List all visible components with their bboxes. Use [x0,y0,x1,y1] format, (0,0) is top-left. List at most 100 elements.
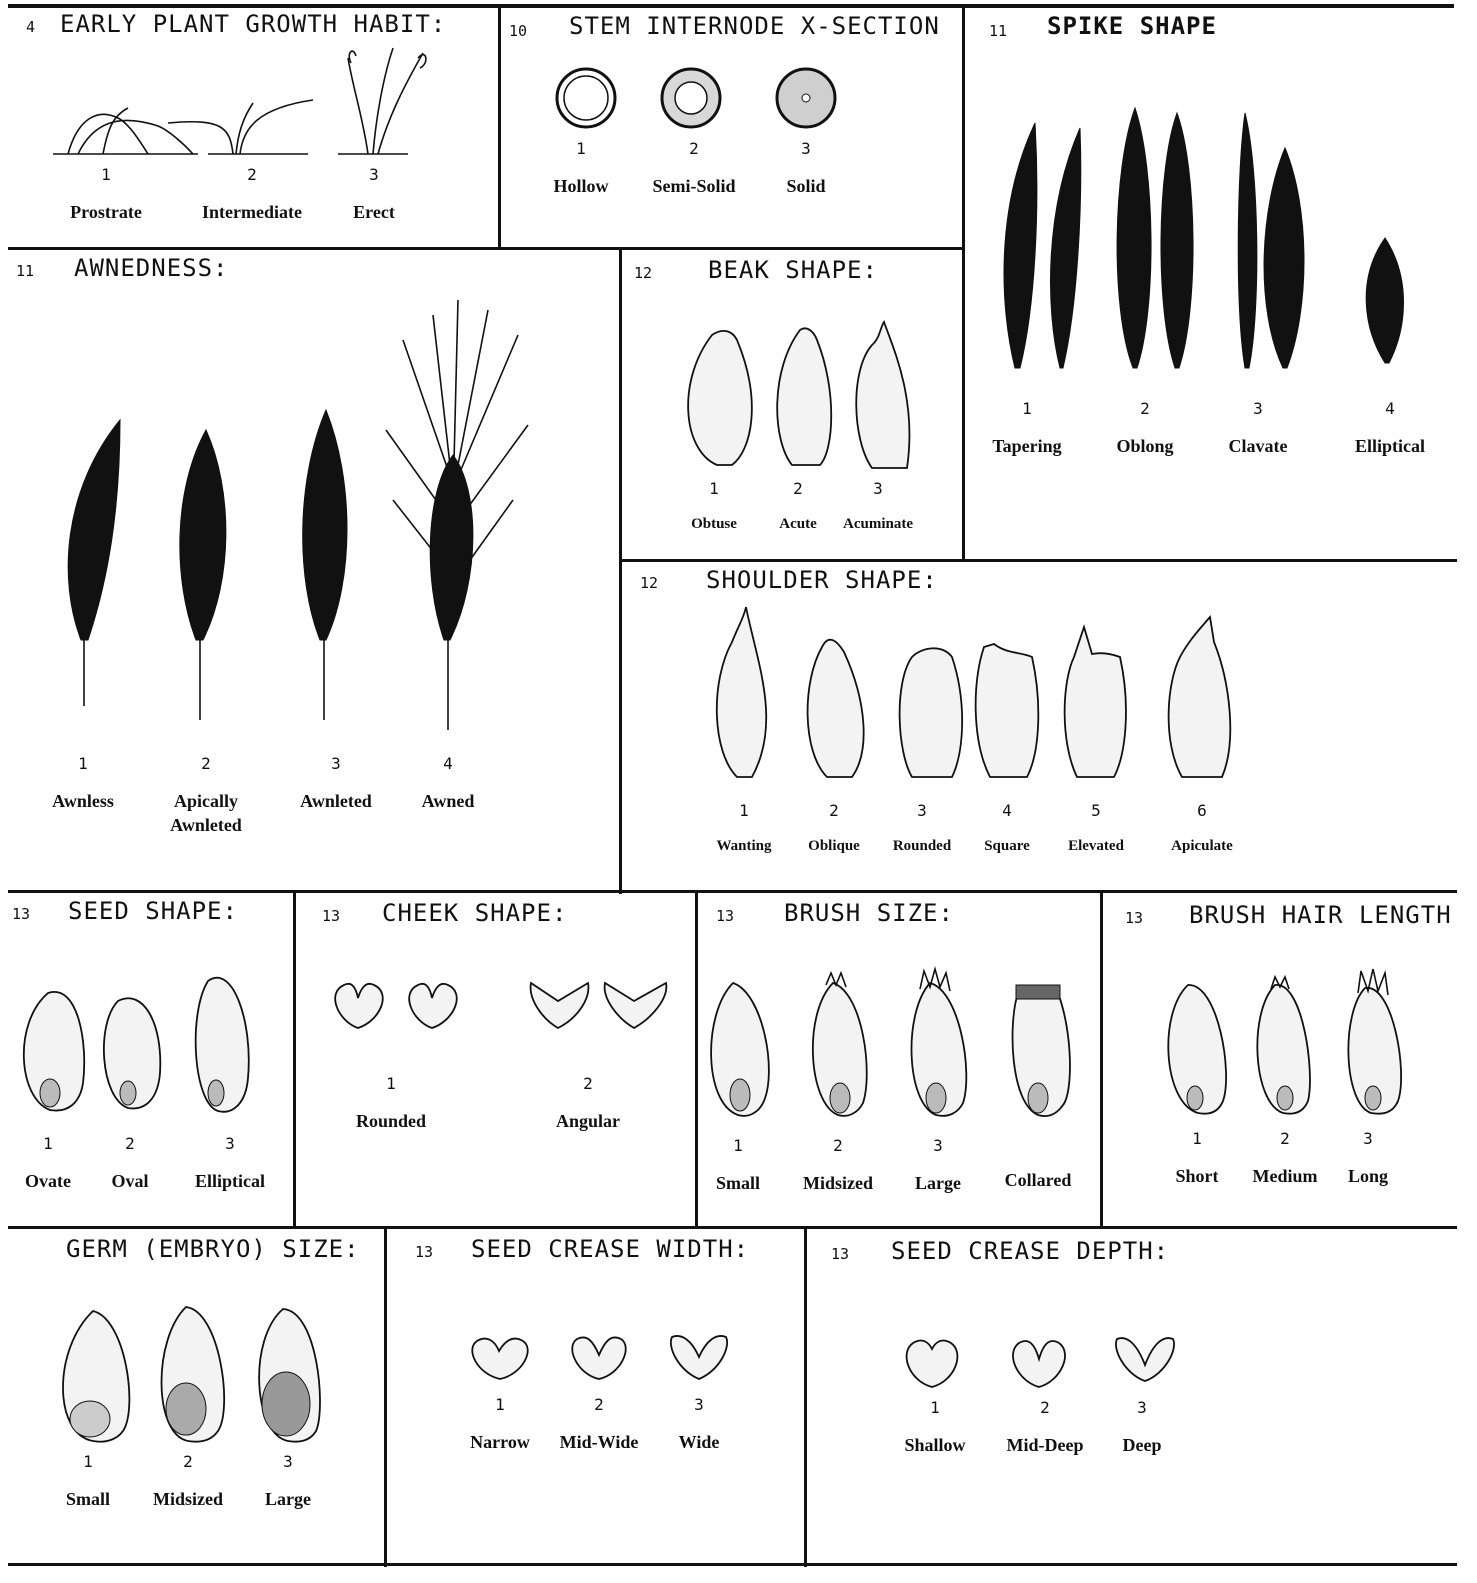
option-ovate: 1Ovate [25,1133,71,1193]
option-awnless: 1Awnless [52,753,114,813]
panel-beak-shape: 12 BEAK SHAPE: 1Obtuse 2Acute 3Acuminate [622,250,962,559]
panel-stem-internode: 10 STEM INTERNODE X-SECTION 1Hollow 2Sem… [501,8,962,247]
option-number: 3 [1229,398,1288,420]
option-narrow: 1Narrow [470,1394,530,1454]
option-erect: 3Erect [353,164,395,224]
option-awnleted: 3Awnleted [300,753,372,813]
option-number: 4 [422,753,475,775]
rounded-cheek-drawing [335,984,383,1028]
option-number: 3 [300,753,372,775]
tapering-spike-drawing [1004,123,1081,368]
long-hair-seed-drawing [1348,969,1401,1114]
option-elevated: 5Elevated [1068,800,1124,856]
option-number: 1 [66,1451,110,1473]
option-obtuse: 1Obtuse [691,478,737,534]
option-wide: 3Wide [679,1394,720,1454]
option-number: 5 [1068,800,1124,822]
square-glume-drawing [976,644,1039,777]
option-label: Apically Awnleted [151,789,261,838]
option-label: Midsized [803,1171,873,1195]
option-label: Medium [1253,1164,1318,1188]
option-label: Rounded [356,1109,426,1133]
option-number: 3 [679,1394,720,1416]
ovate-seed-drawing [24,992,84,1111]
option-number: 3 [786,138,825,160]
option-number: 3 [843,478,913,500]
option-semi-solid: 2Semi-Solid [652,138,735,198]
panel-awnedness: 11 AWNEDNESS: 1Awnless 2Apica [8,250,619,890]
option-number: 2 [202,164,302,186]
option-number: 2 [111,1133,148,1155]
option-mid-deep: 2Mid-Deep [1007,1397,1084,1457]
panel-germ-size: GERM (EMBRYO) SIZE: 1Small 2Midsized 3La… [8,1229,384,1563]
panel-shoulder-shape: 12 SHOULDER SHAPE: 1Wanting 2Oblique 3Ro… [622,562,1457,890]
option-oblong: 2Oblong [1116,398,1173,458]
mid-wide-crease-drawing [572,1337,625,1379]
option-number: 2 [1253,1128,1318,1150]
angular-cheek-drawing [605,983,667,1028]
option-label: Collared [1005,1168,1072,1192]
option-number [1005,1135,1072,1154]
option-label: Prostrate [70,200,142,224]
option-medium-hair: 2Medium [1253,1128,1318,1188]
option-elliptical-seed: 3Elliptical [195,1133,265,1193]
option-apically-awnleted: 2Apically Awnleted [151,753,261,837]
grid-line [8,1563,1457,1566]
option-midsized-brush: 2Midsized [803,1135,873,1195]
small-germ-seed-drawing [63,1311,129,1442]
apically-awnleted-spike-drawing [180,430,226,720]
panel-growth-habit: 4 EARLY PLANT GROWTH HABIT: 1Prostrate 2… [8,8,498,247]
option-number: 3 [353,164,395,186]
option-label: Mid-Wide [560,1430,639,1454]
option-number: 6 [1171,800,1233,822]
intermediate-plant-drawing [168,100,313,154]
option-label: Solid [786,174,825,198]
option-number: 1 [470,1394,530,1416]
option-label: Narrow [470,1430,530,1454]
option-label: Awned [422,789,475,813]
option-number: 1 [25,1133,71,1155]
option-clavate: 3Clavate [1229,398,1288,458]
option-oblique: 2Oblique [808,800,860,856]
option-angular-cheek: 2Angular [556,1073,620,1133]
option-number: 2 [1116,398,1173,420]
option-number: 2 [1007,1397,1084,1419]
elevated-glume-drawing [1065,627,1126,777]
option-label: Deep [1123,1433,1162,1457]
option-number: 1 [992,398,1061,420]
erect-plant-drawing [338,48,426,154]
oblique-glume-drawing [808,640,864,777]
option-label: Small [66,1487,110,1511]
wide-crease-drawing [671,1336,727,1379]
option-deep: 3Deep [1123,1397,1162,1457]
option-label: Hollow [553,174,608,198]
option-oval: 2Oval [111,1133,148,1193]
angular-cheek-drawing [531,983,589,1028]
option-label: Long [1348,1164,1388,1188]
option-number: 1 [691,478,737,500]
option-label: Elevated [1068,836,1124,856]
option-label: Shallow [904,1433,965,1457]
option-number: 3 [265,1451,311,1473]
option-label: Wide [679,1430,720,1454]
option-number: 3 [1123,1397,1162,1419]
option-large-brush: 3Large [915,1135,961,1195]
option-apiculate: 6Apiculate [1171,800,1233,856]
option-label: Small [716,1171,760,1195]
option-shallow: 1Shallow [904,1397,965,1457]
option-tapering: 1Tapering [992,398,1061,458]
option-wanting: 1Wanting [716,800,771,856]
option-label: Elliptical [195,1169,265,1193]
option-label: Angular [556,1109,620,1133]
option-number: 1 [356,1073,426,1095]
option-number: 1 [1175,1128,1218,1150]
option-number: 3 [195,1133,265,1155]
deep-crease-drawing [1116,1338,1174,1381]
collared-brush-seed-drawing [1013,985,1070,1116]
apiculate-glume-drawing [1169,617,1231,777]
option-label: Acute [779,514,817,534]
option-short-hair: 1Short [1175,1128,1218,1188]
option-number: 2 [803,1135,873,1157]
midsized-brush-seed-drawing [813,973,867,1116]
elliptical-seed-drawing [196,978,249,1112]
